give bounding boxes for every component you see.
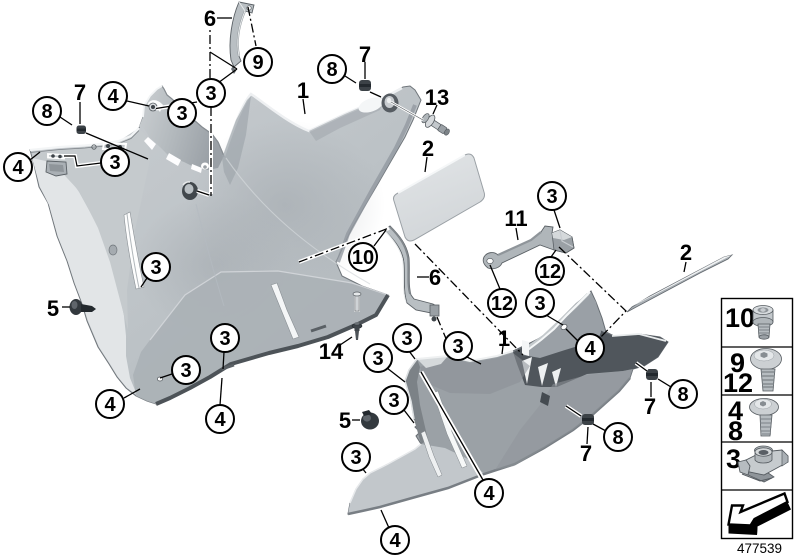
svg-text:7: 7 bbox=[580, 441, 592, 466]
svg-text:3: 3 bbox=[205, 83, 216, 105]
svg-text:14: 14 bbox=[319, 339, 344, 364]
svg-text:8: 8 bbox=[326, 59, 337, 81]
svg-text:3: 3 bbox=[150, 257, 161, 279]
svg-text:2: 2 bbox=[422, 136, 434, 161]
svg-text:7: 7 bbox=[74, 80, 86, 105]
svg-text:8: 8 bbox=[612, 427, 623, 449]
svg-text:7: 7 bbox=[644, 394, 656, 419]
svg-text:3: 3 bbox=[372, 348, 383, 370]
svg-text:4: 4 bbox=[12, 157, 24, 179]
svg-text:3: 3 bbox=[452, 336, 463, 358]
svg-text:477539: 477539 bbox=[737, 541, 782, 556]
svg-text:9: 9 bbox=[730, 348, 745, 378]
svg-text:12: 12 bbox=[723, 368, 753, 398]
svg-text:3: 3 bbox=[726, 444, 741, 474]
svg-text:12: 12 bbox=[491, 293, 513, 315]
svg-text:3: 3 bbox=[350, 447, 361, 469]
svg-text:11: 11 bbox=[504, 206, 527, 231]
svg-text:8: 8 bbox=[728, 416, 743, 446]
svg-text:1: 1 bbox=[498, 326, 510, 351]
svg-text:3: 3 bbox=[109, 152, 120, 174]
svg-text:9: 9 bbox=[252, 52, 263, 74]
svg-text:3: 3 bbox=[401, 328, 412, 350]
svg-text:5: 5 bbox=[47, 296, 59, 321]
svg-text:8: 8 bbox=[41, 101, 52, 123]
svg-text:4: 4 bbox=[728, 396, 743, 426]
svg-text:4: 4 bbox=[389, 530, 401, 552]
svg-text:10: 10 bbox=[352, 247, 374, 269]
svg-text:2: 2 bbox=[680, 240, 692, 265]
svg-text:3: 3 bbox=[219, 328, 230, 350]
svg-text:6: 6 bbox=[429, 265, 441, 290]
svg-text:4: 4 bbox=[104, 394, 116, 416]
svg-text:4: 4 bbox=[584, 338, 596, 360]
svg-text:5: 5 bbox=[339, 408, 351, 433]
svg-text:4: 4 bbox=[483, 483, 495, 505]
svg-text:8: 8 bbox=[677, 384, 688, 406]
svg-text:3: 3 bbox=[534, 293, 545, 315]
svg-text:3: 3 bbox=[388, 390, 399, 412]
svg-text:12: 12 bbox=[539, 261, 561, 283]
svg-text:7: 7 bbox=[359, 42, 371, 67]
svg-text:6: 6 bbox=[204, 6, 216, 31]
svg-text:3: 3 bbox=[176, 103, 187, 125]
svg-text:1: 1 bbox=[297, 78, 309, 103]
svg-text:4: 4 bbox=[214, 409, 226, 431]
svg-text:13: 13 bbox=[425, 85, 449, 110]
svg-text:4: 4 bbox=[107, 86, 119, 108]
svg-text:3: 3 bbox=[546, 186, 557, 208]
svg-text:3: 3 bbox=[180, 360, 191, 382]
svg-text:10: 10 bbox=[725, 303, 755, 333]
